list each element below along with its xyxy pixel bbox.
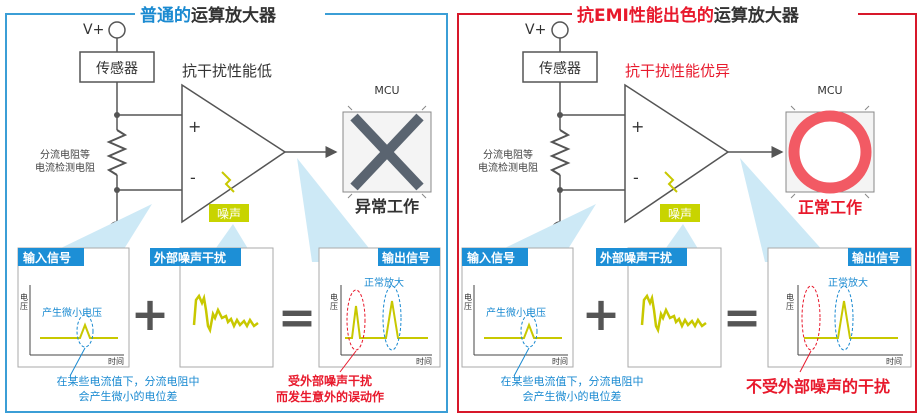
note-line-1: 在某些电流值下，分流电阻中 bbox=[57, 374, 200, 388]
noise-panel-header: 外部噪声干扰 bbox=[154, 250, 226, 265]
conclusion: 不受外部噪声的干扰 bbox=[746, 377, 890, 396]
plus-input-label: + bbox=[631, 117, 644, 136]
malfunction-x-icon bbox=[350, 113, 424, 191]
note-leader-line bbox=[69, 347, 86, 377]
axis-x-label: 时间 bbox=[108, 356, 124, 366]
input-highlight-ring bbox=[76, 314, 94, 348]
output-signal-panel: 输出信号 电压 时间 正常放大 bbox=[318, 247, 441, 368]
sensor-label: 传感器 bbox=[539, 60, 581, 77]
shunt-label-1: 分流电阻等 bbox=[40, 148, 90, 161]
input-highlight-ring bbox=[520, 314, 538, 348]
noise-waveform bbox=[192, 293, 259, 334]
axis-y-label: 电压 bbox=[20, 292, 28, 311]
conclusion-line-2: 而发生意外的误动作 bbox=[276, 389, 384, 404]
sensor-label: 传感器 bbox=[96, 60, 138, 77]
minus-input-label: - bbox=[633, 168, 639, 187]
mcu-label: MCU bbox=[817, 84, 842, 97]
vplus-label: V+ bbox=[525, 22, 546, 38]
note-line-2: 会产生微小的电位差 bbox=[523, 389, 622, 403]
equals-operator: = bbox=[723, 290, 762, 344]
equals-operator: = bbox=[278, 290, 317, 344]
opamp-icon bbox=[624, 83, 730, 224]
small-voltage-label: 产生微小电压 bbox=[42, 306, 102, 319]
noise-bolt-icon bbox=[664, 171, 678, 193]
clean-highlight-ring bbox=[801, 285, 821, 351]
right-title-rest: 运算放大器 bbox=[714, 5, 800, 26]
noise-tag bbox=[209, 204, 249, 222]
left-title: 普通的运算放大器 bbox=[140, 5, 277, 26]
note-line-2: 会产生微小的电位差 bbox=[79, 389, 178, 403]
shunt-label-1: 分流电阻等 bbox=[483, 148, 533, 161]
performance-label: 抗干扰性能低 bbox=[182, 62, 272, 80]
noise-waveform bbox=[640, 293, 707, 334]
sensor-box bbox=[79, 51, 155, 83]
left-panel: 普通的运算放大器 V+ 传感器 分流电阻等 电流检测电阻 + - 抗干扰性能低 bbox=[5, 2, 448, 413]
input-panel-header: 输入信号 bbox=[467, 250, 515, 265]
mcu-label: MCU bbox=[374, 84, 399, 97]
note-leader-line bbox=[513, 347, 530, 377]
vplus-label: V+ bbox=[83, 22, 104, 38]
right-title: 抗EMI性能出色的运算放大器 bbox=[577, 5, 800, 26]
axis-x-label: 时间 bbox=[416, 356, 432, 366]
performance-label: 抗干扰性能优异 bbox=[625, 62, 730, 80]
noise-tag-label: 噪声 bbox=[668, 207, 692, 221]
output-waveform bbox=[345, 300, 428, 339]
output-callout bbox=[297, 158, 380, 262]
output-signal-panel: 输出信号 电压 时间 正常放大 bbox=[767, 247, 912, 368]
output-waveform bbox=[804, 300, 898, 339]
output-panel-header: 输出信号 bbox=[852, 250, 900, 265]
mcu-status: 异常工作 bbox=[355, 197, 419, 216]
noise-tag-label: 噪声 bbox=[217, 207, 241, 221]
plus-operator: + bbox=[582, 287, 621, 341]
shunt-label-2: 电流检测电阻 bbox=[35, 161, 95, 174]
shunt-resistor-icon bbox=[106, 129, 128, 176]
shunt-resistor-icon bbox=[549, 129, 571, 176]
conclusion-line-1: 受外部噪声干扰 bbox=[288, 373, 372, 388]
plus-input-label: + bbox=[188, 117, 201, 136]
noise-panel: 外部噪声干扰 bbox=[596, 247, 722, 368]
right-circuit: V+ 传感器 分流电阻等 电流检测电阻 + - 抗干扰性能优异 噪声 bbox=[478, 21, 875, 239]
normal-amp-label: 正常放大 bbox=[828, 276, 868, 289]
conclusion-leader-line bbox=[799, 350, 812, 373]
input-signal-panel: 输入信号 电压 时间 产生微小电压 bbox=[461, 247, 574, 368]
output-callout bbox=[740, 158, 833, 262]
right-panel: 抗EMI性能出色的运算放大器 V+ 传感器 分流电阻等 电流检测电阻 + - 抗… bbox=[457, 2, 917, 413]
minus-input-label: - bbox=[190, 168, 196, 187]
noise-panel-header: 外部噪声干扰 bbox=[600, 250, 672, 265]
ok-circle-icon bbox=[788, 110, 872, 194]
shunt-label-2: 电流检测电阻 bbox=[478, 161, 538, 174]
noise-tag bbox=[660, 204, 700, 222]
sensor-box bbox=[522, 51, 598, 83]
axis-x-label: 时间 bbox=[552, 356, 568, 366]
axis-x-label: 时间 bbox=[886, 356, 902, 366]
vplus-terminal bbox=[108, 21, 126, 39]
small-voltage-label: 产生微小电压 bbox=[486, 306, 546, 319]
normal-highlight-ring bbox=[834, 285, 854, 351]
noise-bolt-icon bbox=[221, 171, 235, 193]
input-panel-header: 输入信号 bbox=[23, 250, 71, 265]
output-panel-header: 输出信号 bbox=[382, 250, 430, 265]
axis-y-label: 电压 bbox=[464, 292, 472, 311]
right-title-accent: 抗EMI性能出色的 bbox=[577, 5, 714, 26]
left-title-accent: 普通的 bbox=[140, 5, 191, 26]
mcu-status: 正常工作 bbox=[798, 198, 862, 217]
input-waveform bbox=[484, 322, 562, 339]
note-line-1: 在某些电流值下，分流电阻中 bbox=[501, 374, 644, 388]
opamp-icon bbox=[181, 83, 287, 224]
left-circuit: V+ 传感器 分流电阻等 电流检测电阻 + - 抗干扰性能低 噪声 bbox=[35, 21, 432, 239]
axis-y-label: 电压 bbox=[330, 292, 338, 311]
vplus-terminal bbox=[551, 21, 569, 39]
normal-amp-label: 正常放大 bbox=[364, 276, 404, 289]
input-signal-panel: 输入信号 电压 时间 产生微小电压 bbox=[17, 247, 130, 368]
axis-y-label: 电压 bbox=[786, 292, 794, 311]
input-waveform bbox=[40, 322, 118, 339]
normal-highlight-ring bbox=[382, 285, 402, 351]
left-title-rest: 运算放大器 bbox=[191, 5, 277, 26]
noise-panel: 外部噪声干扰 bbox=[150, 247, 274, 368]
plus-operator: + bbox=[131, 287, 170, 341]
error-highlight-ring bbox=[346, 289, 366, 351]
conclusion-leader-line bbox=[339, 350, 357, 373]
